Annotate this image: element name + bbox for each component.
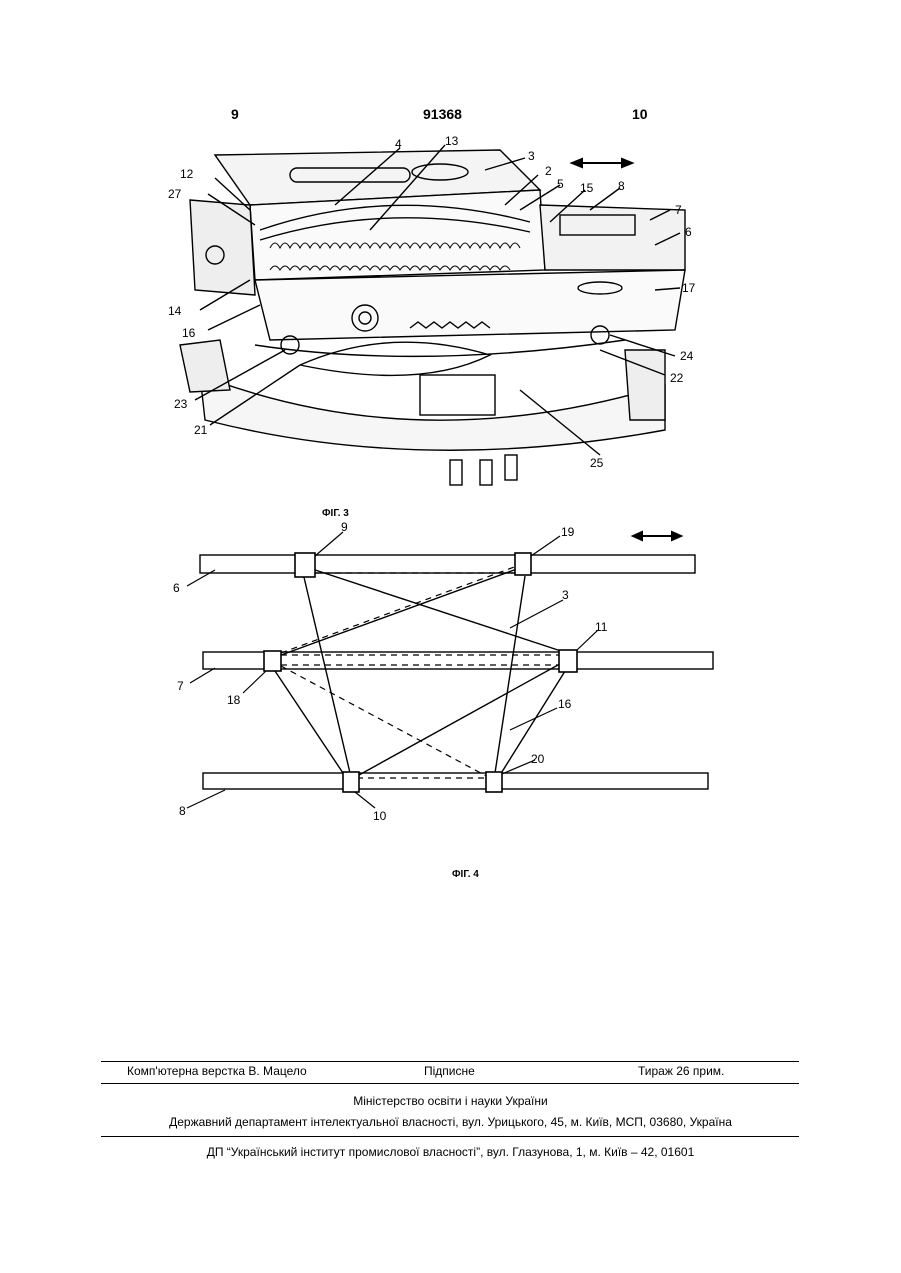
fig3-label-12: 12 (180, 167, 194, 181)
fig3-label-27: 27 (168, 187, 182, 201)
rail-8 (203, 773, 708, 789)
fig4-label-20: 20 (531, 752, 545, 766)
patent-number: 91368 (423, 106, 462, 122)
institute-line: ДП “Український інститут промислової вла… (0, 1145, 901, 1159)
page-number-left: 9 (231, 106, 239, 122)
fig4-label-rail-7: 7 (177, 679, 184, 693)
fig4-label-9: 9 (341, 520, 348, 534)
block-20 (486, 772, 502, 792)
footer-rule-top (101, 1061, 799, 1062)
figure-4-caption: ФІГ. 4 (452, 869, 479, 880)
ministry-line: Міністерство освіти і науки України (0, 1094, 901, 1108)
rail-6 (200, 555, 695, 573)
fig3-label-5: 5 (557, 177, 564, 191)
fig4-label-18: 18 (227, 693, 241, 707)
fig4-label-10: 10 (373, 809, 387, 823)
fig3-label-14: 14 (168, 304, 182, 318)
block-11 (559, 650, 577, 672)
fig3-label-23: 23 (174, 397, 188, 411)
fig3-label-13: 13 (445, 134, 459, 148)
block-9 (295, 553, 315, 577)
fig3-label-16: 16 (182, 326, 196, 340)
fig3-label-17: 17 (682, 281, 696, 295)
fig4-label-rail-6: 6 (173, 581, 180, 595)
fig4-label-11: 11 (595, 620, 608, 634)
fig3-label-15: 15 (580, 181, 594, 195)
fig4-label-rail-8: 8 (179, 804, 186, 818)
fig3-label-3: 3 (528, 149, 535, 163)
fig4-label-region-3: 3 (562, 588, 569, 602)
fig4-label-19: 19 (561, 525, 575, 539)
layout-credit: Комп'ютерна верстка В. Мацело (127, 1064, 307, 1078)
fig3-label-7: 7 (675, 203, 682, 217)
signed-label: Підписне (424, 1064, 475, 1078)
figure-3-drawing: 4 13 3 12 27 2 5 15 8 7 6 17 14 16 24 22… (160, 130, 720, 505)
circulation-label: Тираж 26 прим. (638, 1064, 724, 1078)
figure-4-diagram: 6 7 8 9 19 11 18 10 20 3 16 (165, 518, 715, 830)
fig3-label-8: 8 (618, 179, 625, 193)
department-line: Державний департамент інтелектуальної вл… (0, 1115, 901, 1129)
fig3-label-24: 24 (680, 349, 694, 363)
page-number-right: 10 (632, 106, 648, 122)
fig3-label-4: 4 (395, 137, 402, 151)
fig3-label-22: 22 (670, 371, 684, 385)
block-19 (515, 553, 531, 575)
fig3-label-21: 21 (194, 423, 208, 437)
footer-rule-middle (101, 1083, 799, 1084)
footer-rule-bottom (101, 1136, 799, 1137)
fig4-label-region-16: 16 (558, 697, 572, 711)
fig3-label-6: 6 (685, 225, 692, 239)
block-18 (264, 651, 281, 671)
fig3-label-2: 2 (545, 164, 552, 178)
block-10 (343, 772, 359, 792)
fig3-label-25: 25 (590, 456, 604, 470)
